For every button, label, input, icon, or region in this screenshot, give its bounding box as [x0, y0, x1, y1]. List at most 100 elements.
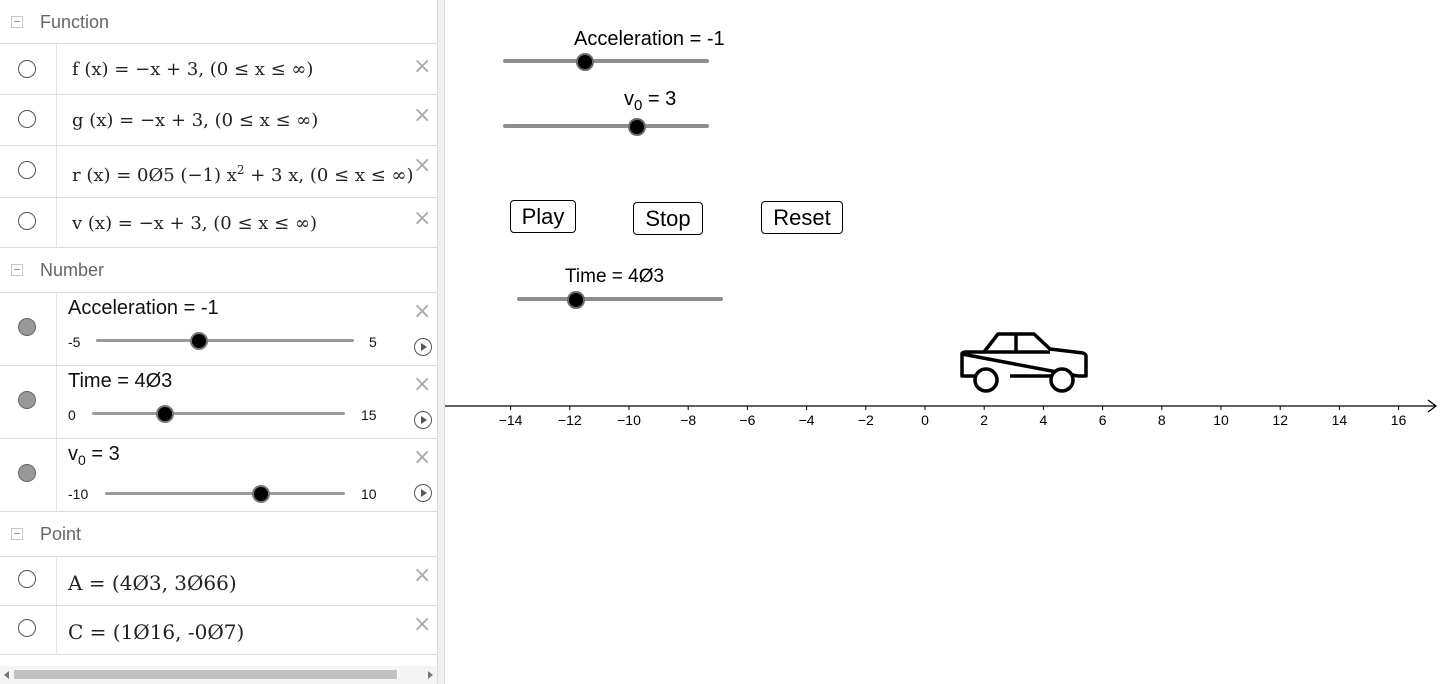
delete-icon[interactable]: ×	[413, 54, 432, 79]
visibility-toggle[interactable]	[18, 391, 36, 409]
visibility-toggle[interactable]	[18, 619, 36, 637]
v0-slider-track[interactable]	[503, 124, 709, 128]
collapse-icon[interactable]	[11, 16, 23, 28]
number-row-v0[interactable]: v0 = 3 × -10 10	[0, 439, 437, 512]
slider-label[interactable]: Acceleration = -1	[68, 297, 219, 319]
axis-tick-label: 0	[921, 412, 929, 428]
group-label: Function	[40, 12, 110, 32]
axis-tick-label: 14	[1332, 412, 1348, 428]
label-main: v	[624, 88, 634, 110]
play-icon[interactable]	[414, 484, 432, 502]
delete-icon[interactable]: ×	[413, 103, 432, 128]
label-rest: = 3	[85, 443, 120, 465]
number-row-acceleration[interactable]: Acceleration = -1 × -5 5	[0, 293, 437, 366]
function-row-f[interactable]: f (x) = −x + 3, (0 ≤ x ≤ ∞) ×	[0, 44, 437, 95]
delete-icon[interactable]: ×	[413, 563, 432, 588]
play-button[interactable]: Play	[510, 200, 576, 233]
slider-label[interactable]: Time = 4Ø3	[68, 370, 173, 392]
label-subscript: 0	[78, 452, 86, 468]
delete-icon[interactable]: ×	[413, 206, 432, 231]
slider-knob[interactable]	[252, 485, 270, 503]
expression-part: + 3 x, (0 ≤ x ≤ ∞)	[244, 165, 414, 186]
collapse-icon[interactable]	[11, 528, 23, 540]
stop-button[interactable]: Stop	[633, 202, 703, 235]
group-label: Point	[40, 524, 82, 544]
delete-icon[interactable]: ×	[413, 299, 432, 324]
label-main: v	[68, 443, 78, 465]
visibility-toggle[interactable]	[18, 464, 36, 482]
function-row-v[interactable]: v (x) = −x + 3, (0 ≤ x ≤ ∞) ×	[0, 198, 437, 248]
play-icon[interactable]	[414, 411, 432, 429]
time-slider-label: Time = 4Ø3	[565, 266, 665, 287]
function-expression[interactable]: f (x) = −x + 3, (0 ≤ x ≤ ∞)	[72, 59, 314, 80]
axis-tick-label: 16	[1391, 412, 1407, 428]
time-slider-knob[interactable]	[567, 291, 586, 309]
group-header-point[interactable]: Point	[0, 512, 437, 557]
visibility-toggle[interactable]	[18, 318, 36, 336]
exponent: 2	[236, 163, 245, 177]
delete-icon[interactable]: ×	[413, 612, 432, 637]
slider-track[interactable]	[105, 492, 345, 495]
v0-slider-label: v0 = 3	[624, 88, 676, 114]
delete-icon[interactable]: ×	[413, 445, 432, 470]
axis-tick-label: 6	[1099, 412, 1107, 428]
visibility-toggle[interactable]	[18, 60, 36, 78]
visibility-toggle[interactable]	[18, 570, 36, 588]
axis-tick-label: −10	[617, 412, 641, 428]
axis-tick-label: −14	[499, 412, 523, 428]
scroll-left-icon[interactable]	[4, 671, 9, 679]
slider-min: -10	[68, 486, 89, 502]
axis-tick-label: 2	[980, 412, 988, 428]
slider-max: 10	[361, 486, 377, 502]
group-header-function[interactable]: Function	[0, 0, 437, 44]
scroll-right-icon[interactable]	[428, 671, 433, 679]
point-row-a[interactable]: A = (4Ø3, 3Ø66) ×	[0, 557, 437, 606]
axis-tick-label: −8	[680, 412, 696, 428]
expression-part: r (x) = 0Ø5 (−1) x	[72, 165, 237, 186]
horizontal-scrollbar[interactable]	[0, 666, 437, 684]
visibility-toggle[interactable]	[18, 110, 36, 128]
label-subscript: 0	[634, 97, 643, 114]
play-icon[interactable]	[414, 338, 432, 356]
slider-max: 5	[369, 334, 377, 350]
delete-icon[interactable]: ×	[413, 153, 432, 178]
slider-max: 15	[361, 407, 377, 423]
function-row-g[interactable]: g (x) = −x + 3, (0 ≤ x ≤ ∞) ×	[0, 95, 437, 146]
graphics-view[interactable]: Acceleration = -1 v0 = 3 Play Stop Reset…	[445, 0, 1440, 684]
point-row-c[interactable]: C = (1Ø16, -0Ø7) ×	[0, 606, 437, 655]
delete-icon[interactable]: ×	[413, 372, 432, 397]
visibility-toggle[interactable]	[18, 212, 36, 230]
point-expression[interactable]: C = (1Ø16, -0Ø7)	[68, 620, 245, 644]
view-divider[interactable]	[437, 0, 445, 684]
function-row-r[interactable]: r (x) = 0Ø5 (−1) x2 + 3 x, (0 ≤ x ≤ ∞) ×	[0, 146, 437, 198]
axis-tick-label: 4	[1040, 412, 1048, 428]
scrollbar-thumb[interactable]	[14, 670, 397, 679]
group-header-number[interactable]: Number	[0, 248, 437, 293]
function-expression[interactable]: g (x) = −x + 3, (0 ≤ x ≤ ∞)	[72, 110, 319, 131]
point-expression[interactable]: A = (4Ø3, 3Ø66)	[68, 571, 237, 595]
slider-track[interactable]	[96, 339, 354, 342]
slider-track[interactable]	[92, 412, 345, 415]
axis-tick-label: −2	[858, 412, 874, 428]
function-expression[interactable]: r (x) = 0Ø5 (−1) x2 + 3 x, (0 ≤ x ≤ ∞)	[72, 163, 414, 186]
acceleration-slider-knob[interactable]	[576, 53, 595, 71]
acceleration-slider-label: Acceleration = -1	[574, 28, 725, 50]
slider-knob[interactable]	[190, 332, 209, 350]
car-icon	[960, 332, 1088, 393]
acceleration-slider-track[interactable]	[503, 59, 709, 63]
reset-button[interactable]: Reset	[761, 201, 843, 234]
label-rest: = 3	[642, 88, 677, 110]
slider-label[interactable]: v0 = 3	[68, 443, 120, 468]
visibility-toggle[interactable]	[18, 161, 36, 179]
slider-knob[interactable]	[155, 405, 174, 423]
axis-tick-label: −6	[739, 412, 755, 428]
v0-slider-knob[interactable]	[627, 118, 646, 136]
axis-tick-label: 8	[1158, 412, 1166, 428]
number-row-time[interactable]: Time = 4Ø3 × 0 15	[0, 366, 437, 439]
collapse-icon[interactable]	[11, 264, 23, 276]
slider-min: -5	[68, 334, 81, 350]
function-expression[interactable]: v (x) = −x + 3, (0 ≤ x ≤ ∞)	[72, 213, 317, 234]
slider-min: 0	[68, 407, 76, 423]
time-slider-track[interactable]	[517, 297, 723, 301]
